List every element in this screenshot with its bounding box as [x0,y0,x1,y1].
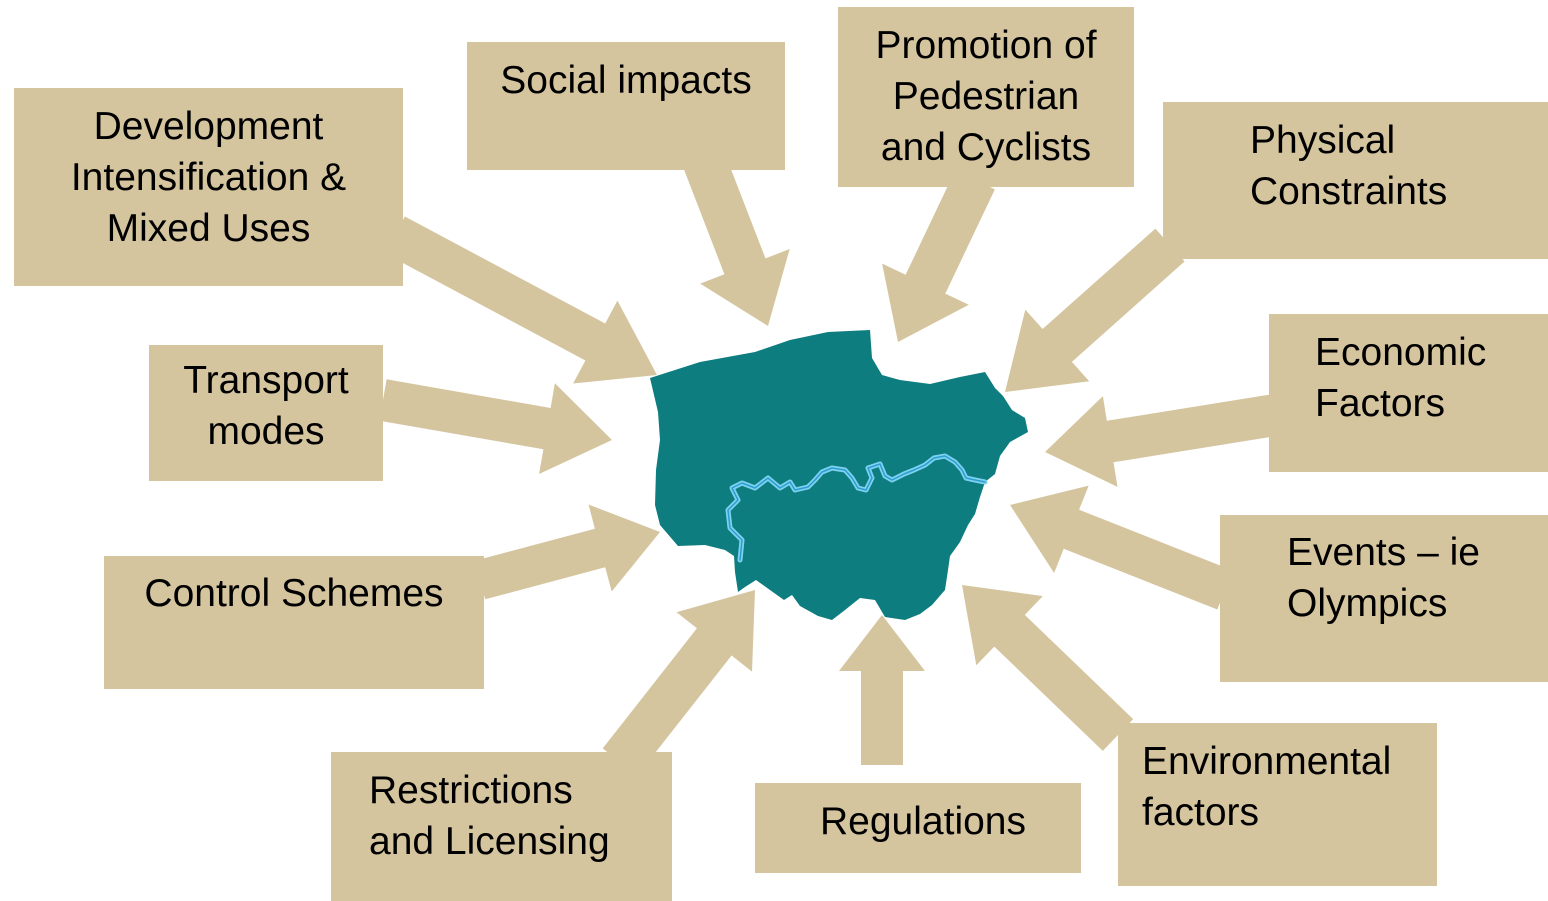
factor-label: Promotion of [875,24,1097,67]
factor-label: Pedestrian [892,75,1080,118]
factor-box-transport-modes: Transport modes [149,345,383,481]
factor-label: Constraints [1250,170,1448,213]
factor-label: Transport [183,359,349,402]
factor-label: Economic [1315,331,1487,374]
arrow-restrictions [602,590,755,776]
factor-label: Development [93,105,324,148]
greater-london-map-icon [650,330,1028,620]
arrow-economic [1045,394,1279,487]
factor-box-control-schemes: Control Schemes [104,556,484,689]
arrow-group [379,142,1279,776]
arrow-promotion [882,170,995,342]
factor-label: Physical [1250,119,1396,162]
factor-box-social-impacts: Social impacts [467,42,785,170]
map-shape [650,330,1028,620]
factor-label: Factors [1315,382,1446,425]
factor-box-restrictions-licensing: Restrictions and Licensing [331,752,672,901]
arrow-events [1010,485,1233,610]
factor-label: and Licensing [369,820,610,863]
factor-label: Environmental [1142,740,1392,783]
arrow-transport [379,379,612,474]
factor-label: modes [207,410,325,453]
factor-label: Regulations [820,800,1026,843]
factor-box-regulations: Regulations [755,783,1081,873]
factor-box-physical-constraints: Physical Constraints [1163,102,1548,259]
factor-label: Mixed Uses [106,207,311,250]
arrow-control [474,504,660,600]
factor-label: Events – ie [1287,531,1480,574]
arrow-environmental [962,585,1134,751]
arrow-physical [1005,228,1185,392]
factor-box-events-olympics: Events – ie Olympics [1220,515,1548,682]
river-thames-core [727,455,986,561]
factor-box-promotion-pedestrian-cyclists: Promotion of Pedestrian and Cyclists [838,7,1134,187]
factor-label: Control Schemes [144,572,444,615]
arrow-social [679,142,790,326]
factor-label: Social impacts [500,59,752,102]
arrow-regulations [839,615,925,765]
factor-label: and Cyclists [880,126,1092,169]
factor-box-environmental-factors: Environmental factors [1118,723,1437,886]
arrow-development [385,216,657,384]
factor-label: Restrictions [369,769,573,812]
factor-label: factors [1142,791,1260,834]
factor-box-economic-factors: Economic Factors [1269,314,1548,472]
factor-label: Olympics [1287,582,1448,625]
factor-label: Intensification & [70,156,347,199]
factor-box-development: Development Intensification & Mixed Uses [14,88,403,286]
